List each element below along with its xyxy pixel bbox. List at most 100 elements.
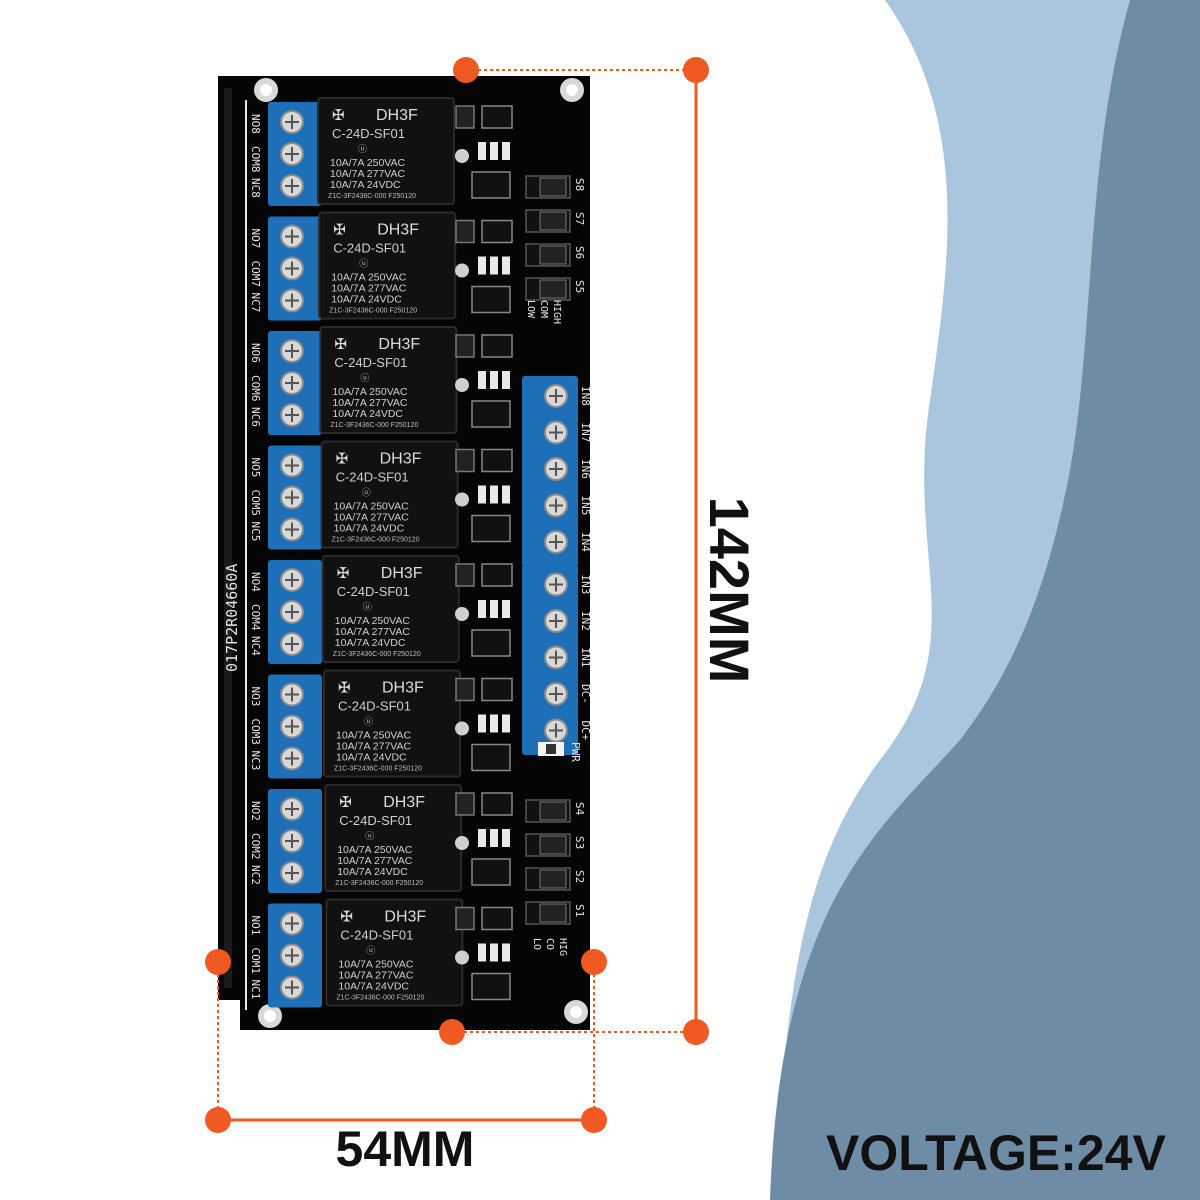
relay-rating: 10A/7A 250VAC <box>337 844 413 856</box>
relay-logo-icon: ✠ <box>332 107 345 124</box>
height-label: 142MM <box>698 496 762 684</box>
smd-resistor <box>478 485 486 504</box>
input-label: IN1 <box>579 648 592 668</box>
output-label: NO1 <box>249 916 262 936</box>
width-label: 54MM <box>335 1121 475 1177</box>
trigger-label: LO <box>531 938 542 950</box>
relay-code: Z1C-3F2436C-000 F250120 <box>334 766 422 773</box>
transistor <box>455 334 475 358</box>
relay-logo-icon: ✠ <box>337 565 350 582</box>
relay-rating: 10A/7A 277VAC <box>335 626 411 638</box>
smd-resistor <box>502 714 510 733</box>
relay-code: Z1C-3F2436C-000 F250120 <box>335 880 423 887</box>
smd-resistor <box>502 600 510 618</box>
jumper-label: S5 <box>573 280 586 293</box>
smd-resistor <box>478 371 486 389</box>
jumper-cap <box>539 279 567 299</box>
output-label: NO6 <box>249 343 262 363</box>
smd-resistor <box>502 943 510 962</box>
output-label: NO8 <box>249 114 262 134</box>
trigger-label: HIG <box>557 938 568 956</box>
smd-resistor <box>478 829 486 847</box>
trigger-label: CO <box>544 938 555 950</box>
relay-logo-icon: ✠ <box>334 336 347 353</box>
jumper-label: S3 <box>573 836 586 849</box>
cert-icon: ⓤ <box>359 259 368 269</box>
relay-rating: 10A/7A 250VAC <box>335 615 411 627</box>
output-label: NO2 <box>249 801 262 821</box>
diode <box>455 263 469 278</box>
relay-rating: 10A/7A 250VAC <box>336 730 412 742</box>
smd-chip <box>481 563 513 587</box>
output-label: NO5 <box>249 458 262 478</box>
output-label: NC1 <box>249 980 262 1000</box>
relay-body <box>317 97 455 205</box>
smd-resistor <box>490 371 498 389</box>
relay-logo-icon: ✠ <box>339 794 352 811</box>
smd-chip <box>481 105 513 129</box>
smd-resistor <box>502 256 510 275</box>
relay-model: C-24D-SF01 <box>334 355 407 370</box>
pcb-edge-slot <box>224 88 232 988</box>
relay-code: Z1C-3F2436C-000 F250120 <box>328 193 416 200</box>
output-label: NC5 <box>249 522 262 542</box>
relay-brand: DH3F <box>376 107 418 124</box>
jumper-label: S6 <box>573 246 586 259</box>
input-label: IN7 <box>579 423 592 443</box>
relay-model: C-24D-SF01 <box>336 470 409 485</box>
relay-rating: 10A/7A 24VDC <box>334 523 405 535</box>
jumper-cap <box>539 903 567 923</box>
transistor <box>455 906 475 931</box>
optocoupler <box>471 514 511 543</box>
jumper-label: S4 <box>573 802 586 816</box>
input-label: IN2 <box>579 611 592 631</box>
relay-brand: DH3F <box>384 909 426 926</box>
optocoupler <box>471 858 511 886</box>
dark-wave <box>770 0 1200 1200</box>
relay-logo-icon: ✠ <box>340 909 353 926</box>
jumper-label: S7 <box>573 212 586 225</box>
pwr-label: PWR <box>569 742 582 762</box>
output-label: NC8 <box>249 178 262 198</box>
input-label: IN4 <box>579 532 592 552</box>
relay-rating: 10A/7A 277VAC <box>336 741 412 753</box>
output-label: COM8 <box>249 146 262 173</box>
relay-rating: 10A/7A 24VDC <box>332 408 403 420</box>
relay-rating: 10A/7A 24VDC <box>335 637 406 649</box>
trigger-label: COM <box>538 300 549 318</box>
output-label: COM1 <box>249 948 262 975</box>
output-label: COM6 <box>249 375 262 402</box>
jumper-label: S2 <box>573 870 586 883</box>
jumper-cap <box>539 177 567 197</box>
optocoupler <box>471 285 511 314</box>
transistor <box>455 563 475 587</box>
input-label: IN3 <box>579 575 592 595</box>
relay-rating: 10A/7A 250VAC <box>332 386 408 398</box>
input-label: IN6 <box>579 459 592 479</box>
mounting-holes <box>254 78 588 1028</box>
relay-rating: 10A/7A 250VAC <box>338 959 414 971</box>
cert-icon: ⓤ <box>358 144 367 154</box>
output-label: COM7 <box>249 261 262 288</box>
relay-brand: DH3F <box>378 336 420 353</box>
jumper-cap <box>539 801 567 821</box>
jumper-cap <box>539 835 567 855</box>
transistor <box>455 448 475 473</box>
relay-brand: DH3F <box>377 222 419 239</box>
output-label: COM3 <box>249 719 262 746</box>
output-label: NC2 <box>249 865 262 885</box>
output-label: NO3 <box>249 687 262 707</box>
input-label: DC+ <box>579 721 592 741</box>
cert-icon: ⓤ <box>360 373 369 383</box>
jumper-cap <box>539 869 567 889</box>
optocoupler <box>471 400 511 428</box>
cert-icon: ⓤ <box>364 717 373 727</box>
